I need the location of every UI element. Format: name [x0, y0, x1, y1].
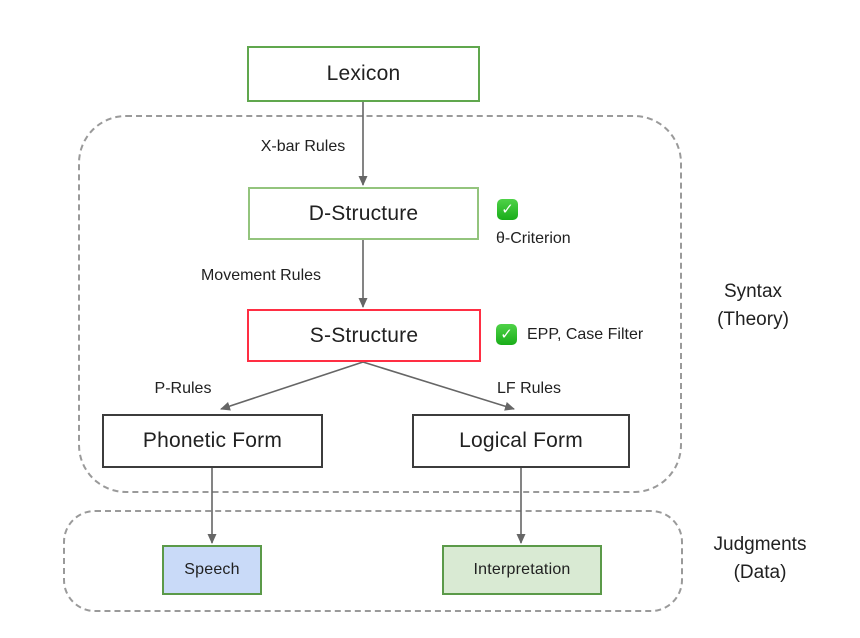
syntax-theory-label-line2: (Theory)	[717, 309, 789, 330]
node-d-structure-label: D-Structure	[308, 201, 419, 225]
edge-label-lf-rules: LF Rules	[496, 380, 562, 397]
epp-case-filter-label: EPP, Case Filter	[527, 326, 644, 343]
node-d-structure: D-Structure	[248, 187, 479, 240]
node-lexicon: Lexicon	[247, 46, 480, 102]
node-s-structure: S-Structure	[247, 309, 481, 362]
judgments-data-region	[63, 510, 683, 612]
theta-criterion-label: θ-Criterion	[496, 230, 571, 247]
edge-label-movement-rules: Movement Rules	[200, 267, 322, 284]
node-speech-label: Speech	[184, 561, 240, 578]
node-lexicon-label: Lexicon	[326, 62, 401, 85]
judgments-data-label-line2: (Data)	[733, 562, 787, 583]
node-speech: Speech	[162, 545, 262, 595]
node-s-structure-label: S-Structure	[309, 323, 419, 347]
syntax-theory-region	[78, 115, 682, 493]
judgments-data-label: Judgments (Data)	[714, 531, 807, 587]
judgments-data-label-line1: Judgments	[713, 534, 807, 555]
check-icon: ✓	[497, 199, 518, 220]
node-interpretation-label: Interpretation	[473, 561, 571, 578]
syntax-theory-label: Syntax (Theory)	[717, 278, 789, 334]
edge-label-xbar-rules: X-bar Rules	[260, 138, 346, 155]
check-glyph: ✓	[500, 326, 513, 343]
node-logical-form: Logical Form	[412, 414, 630, 468]
node-phonetic-form: Phonetic Form	[102, 414, 323, 468]
check-icon: ✓	[496, 324, 517, 345]
node-phonetic-form-label: Phonetic Form	[142, 429, 283, 452]
edge-label-p-rules: P-Rules	[154, 380, 212, 397]
check-glyph: ✓	[501, 201, 514, 218]
syntax-theory-label-line1: Syntax	[723, 281, 783, 302]
node-interpretation: Interpretation	[442, 545, 602, 595]
node-logical-form-label: Logical Form	[459, 429, 583, 452]
